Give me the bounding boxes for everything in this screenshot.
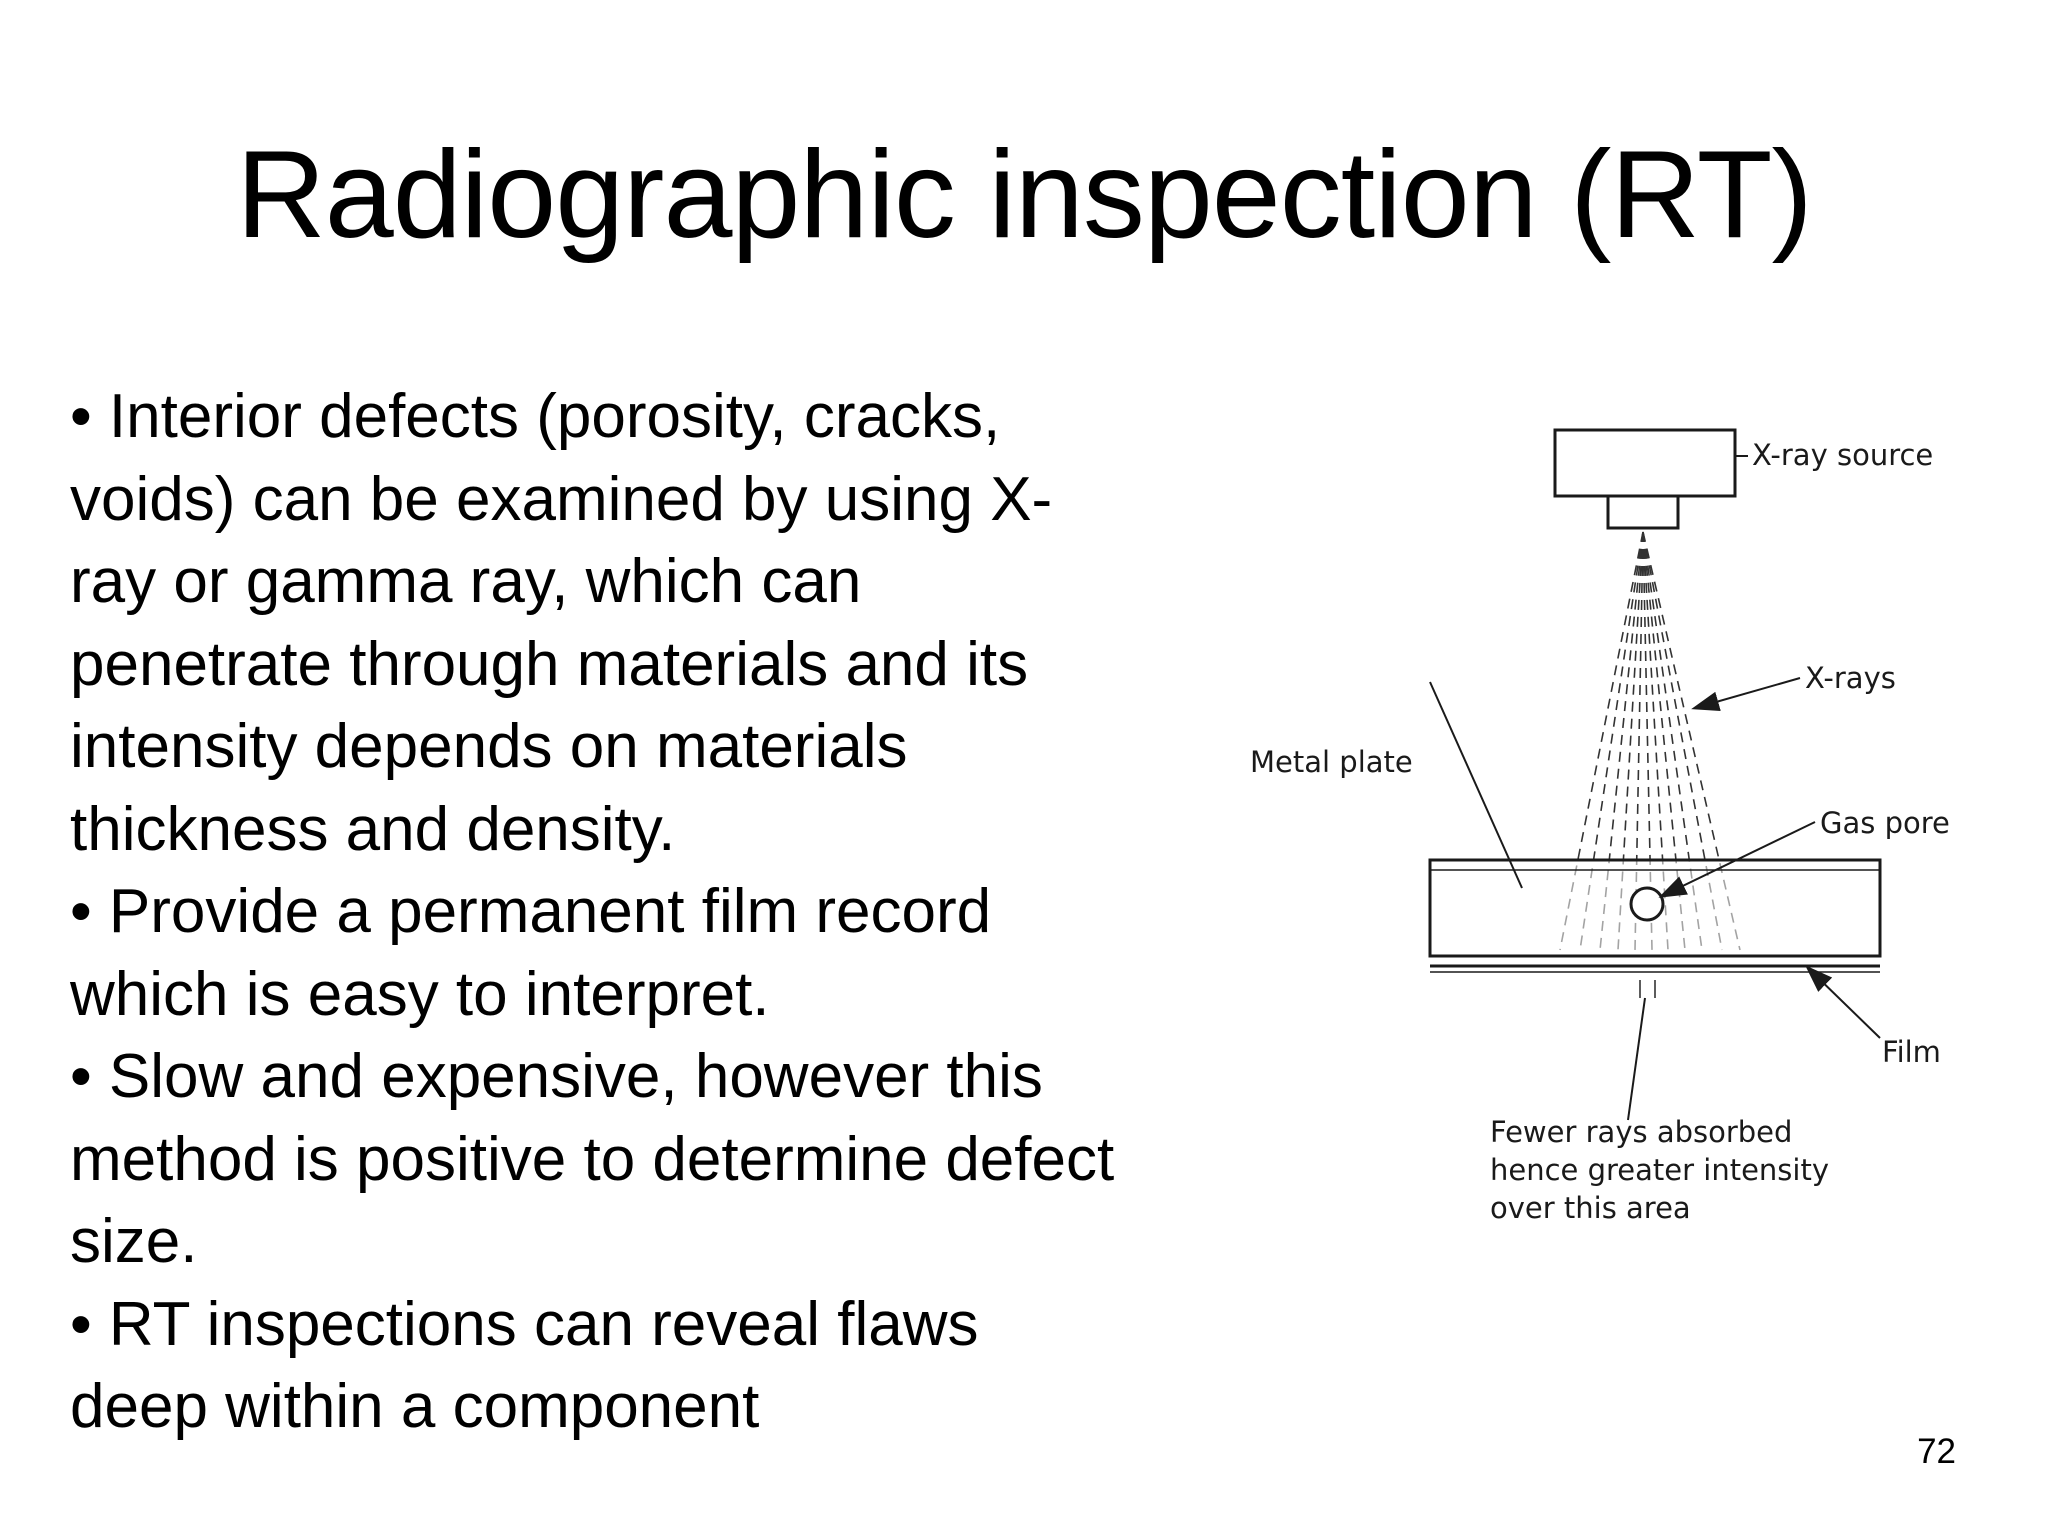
xrays-leader bbox=[1691, 677, 1801, 712]
gas-pore-leader bbox=[1658, 821, 1816, 898]
xrays-label: X-rays bbox=[1805, 661, 1896, 695]
transmitted-rays bbox=[1639, 980, 1656, 998]
body-line: • Provide a permanent film record bbox=[70, 877, 992, 946]
slide-title: Radiographic inspection (RT) bbox=[236, 126, 1813, 264]
body-line: • Interior defects (porosity, cracks, bbox=[70, 382, 1001, 451]
body-line: thickness and density. bbox=[70, 794, 676, 864]
fewer-rays-label-line3: over this area bbox=[1490, 1191, 1691, 1225]
body-line: deep within a component bbox=[70, 1372, 760, 1441]
gas-pore bbox=[1629, 886, 1665, 922]
film-leader bbox=[1805, 965, 1881, 1039]
fewer-rays-leader bbox=[1627, 997, 1646, 1121]
gas-pore-label: Gas pore bbox=[1820, 806, 1950, 840]
radiography-diagram: X-ray source X-rays Metal plate Gas pore… bbox=[1240, 420, 1980, 1250]
body-line: method is positive to determine defect bbox=[70, 1124, 1115, 1194]
body-line: intensity depends on materials bbox=[70, 712, 908, 781]
body-line: voids) can be examined by using X- bbox=[70, 464, 1053, 534]
slide-body: • Interior defects (porosity, cracks, vo… bbox=[70, 376, 1250, 1449]
body-line: penetrate through materials and its bbox=[70, 629, 1029, 699]
xray-source-nozzle bbox=[1606, 494, 1680, 530]
xray-source-label: X-ray source bbox=[1752, 438, 1933, 472]
metal-plate-leader bbox=[1429, 681, 1523, 889]
fewer-rays-label-line1: Fewer rays absorbed bbox=[1490, 1115, 1792, 1149]
body-line: ray or gamma ray, which can bbox=[70, 547, 862, 616]
body-line: • Slow and expensive, however this bbox=[70, 1042, 1043, 1111]
metal-plate-label: Metal plate bbox=[1250, 745, 1413, 779]
body-line: size. bbox=[70, 1207, 198, 1276]
xray-source-box bbox=[1553, 428, 1737, 498]
film-label: Film bbox=[1882, 1035, 1941, 1069]
page-number: 72 bbox=[1917, 1432, 1956, 1471]
body-line: which is easy to interpret. bbox=[70, 959, 770, 1029]
body-line: • RT inspections can reveal flaws bbox=[70, 1289, 979, 1359]
diagram-svg: X-ray source X-rays Metal plate Gas pore… bbox=[1250, 428, 1950, 1225]
fewer-rays-label-line2: hence greater intensity bbox=[1490, 1153, 1829, 1187]
